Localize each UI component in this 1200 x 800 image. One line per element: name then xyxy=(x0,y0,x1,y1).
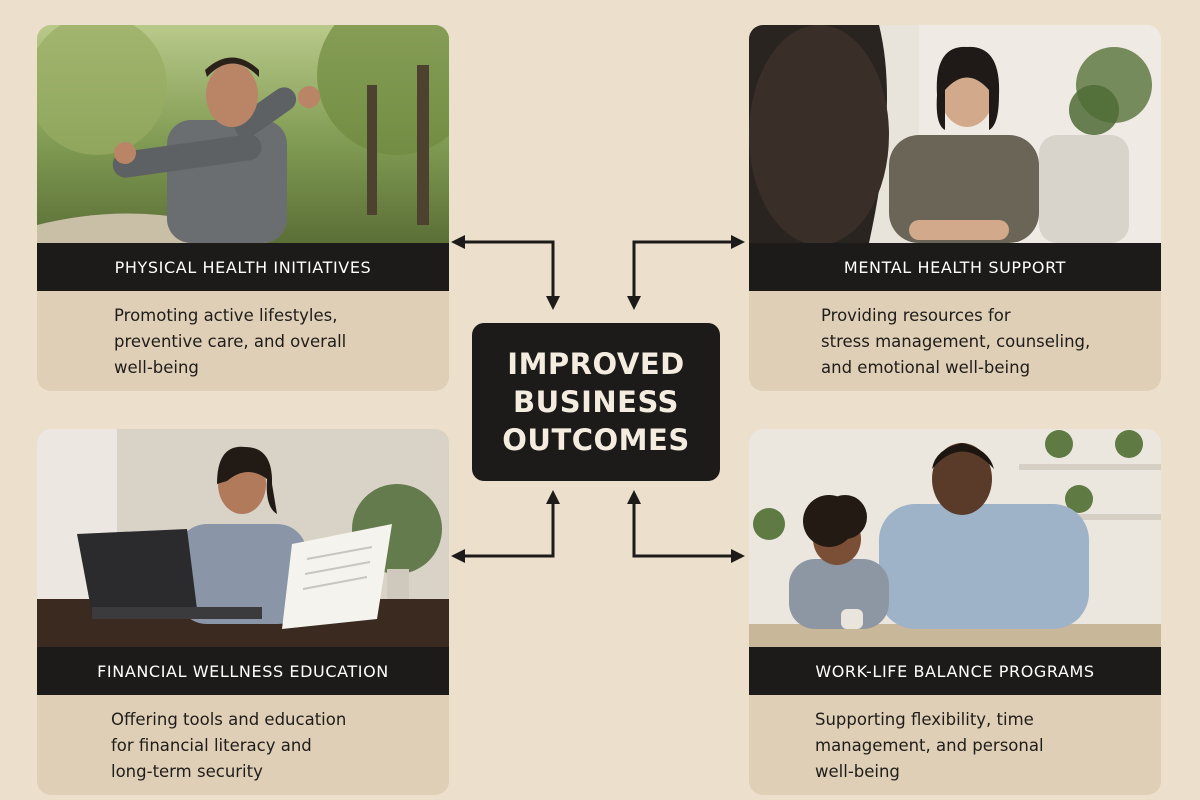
description-line: for financial literacy and xyxy=(111,736,312,755)
card-description: Offering tools and education for financi… xyxy=(37,695,449,795)
card-description: Supporting flexibility, time management,… xyxy=(749,695,1161,795)
card-mental-health: MENTAL HEALTH SUPPORT Providing resource… xyxy=(749,25,1161,391)
description-line: Supporting flexibility, time xyxy=(815,710,1034,729)
card-title: FINANCIAL WELLNESS EDUCATION xyxy=(37,647,449,695)
description-line: preventive care, and overall xyxy=(114,332,347,351)
card-title: WORK-LIFE BALANCE PROGRAMS xyxy=(749,647,1161,695)
card-description: Promoting active lifestyles, preventive … xyxy=(37,291,449,391)
card-work-life-balance: WORK-LIFE BALANCE PROGRAMS Supporting fl… xyxy=(749,429,1161,795)
description-line: stress management, counseling, xyxy=(821,332,1091,351)
card-financial-wellness: FINANCIAL WELLNESS EDUCATION Offering to… xyxy=(37,429,449,795)
card-title: MENTAL HEALTH SUPPORT xyxy=(749,243,1161,291)
arrow-worklife-hub xyxy=(627,490,745,563)
hub-label: IMPROVED BUSINESS OUTCOMES xyxy=(502,347,690,457)
description-line: long-term security xyxy=(111,762,263,781)
description-line: and emotional well-being xyxy=(821,358,1031,377)
card-description: Providing resources for stress managemen… xyxy=(749,291,1161,391)
description-line: Providing resources for xyxy=(821,306,1011,325)
arrow-financial-hub xyxy=(451,490,560,563)
description-line: Promoting active lifestyles, xyxy=(114,306,338,325)
arrow-mental-hub xyxy=(627,235,745,310)
description-line: well-being xyxy=(114,358,199,377)
description-line: Offering tools and education xyxy=(111,710,347,729)
description-line: management, and personal xyxy=(815,736,1044,755)
photo-father-and-child xyxy=(749,429,1161,647)
card-physical-health: PHYSICAL HEALTH INITIATIVES Promoting ac… xyxy=(37,25,449,391)
description-line: well-being xyxy=(815,762,900,781)
card-title: PHYSICAL HEALTH INITIATIVES xyxy=(37,243,449,291)
arrow-physical-hub xyxy=(451,235,560,310)
center-hub: IMPROVED BUSINESS OUTCOMES xyxy=(472,323,720,481)
photo-counselor-session xyxy=(749,25,1161,243)
photo-man-stretching xyxy=(37,25,449,243)
photo-woman-laptop xyxy=(37,429,449,647)
